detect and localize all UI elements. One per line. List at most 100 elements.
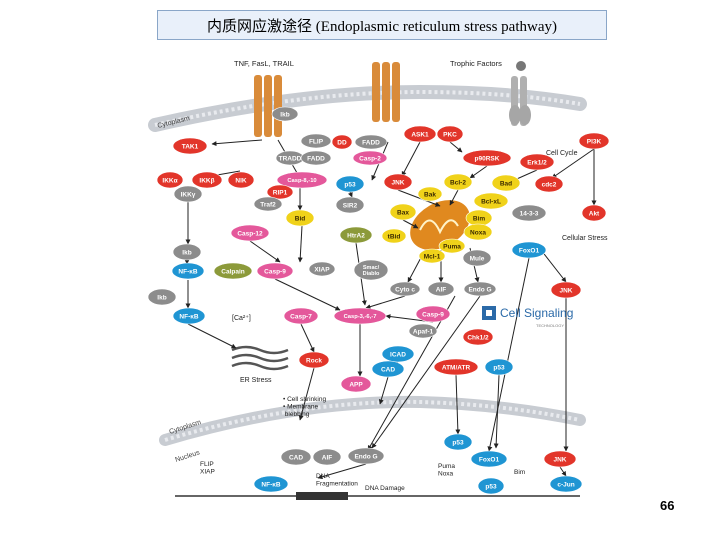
node-c-jun: c-Jun [549,475,583,493]
er-icon [231,345,289,371]
arrow [298,367,315,421]
node-14-3-3: 14-3-3 [511,204,547,222]
node-ikb: Ikb [172,243,202,261]
node-ask1: ASK1 [403,125,437,143]
node-shape [491,174,521,192]
node-label: Smac/ [363,265,380,271]
node-shape [266,184,294,200]
node-bax: Bax [389,203,417,221]
node-tak1: TAK1 [172,137,208,155]
node-shape [172,243,202,261]
node-xiap: XIAP [308,261,336,277]
node-shape [381,228,407,244]
node-label: Bid [295,215,306,222]
node-label: Calpain [221,268,245,275]
logo-subtext: TECHNOLOGY [536,323,564,328]
calcium-label: [Ca²⁺] [232,315,251,322]
arrow [348,191,353,198]
node-shape [300,150,332,166]
node-label: Bad [500,180,512,187]
node-shape [578,132,610,150]
er-stress-label: ER Stress [240,377,272,384]
node-bak: Bak [417,186,443,202]
node-aif: AIF [427,281,455,297]
node-nik: NIK [227,171,255,189]
node-label: ATM/ATR [442,364,471,371]
node-shape [415,305,451,323]
mitochondrion [410,200,470,250]
node-shape [381,345,415,363]
node-icad: ICAD [381,345,415,363]
node-p53: p53 [335,175,365,193]
node-label: Ikb [157,294,166,301]
node-chk1-2: Chk1/2 [462,328,494,346]
node-label: NF-κB [178,268,197,275]
node-label: Puma [443,243,461,250]
arrow [559,466,567,477]
node-mule: Mule [462,249,492,267]
node-label: XIAP [314,266,330,273]
free-label-4: • Cell shrinking• Membrane blebbing [283,396,326,418]
node-casp-7: Casp-7 [283,307,319,325]
arrow [297,225,303,263]
arrow [487,257,530,452]
node-p53: p53 [477,477,505,495]
node-label: NF-κB [179,313,198,320]
node-foxo1: FoxO1 [470,450,508,468]
node-shape [312,448,342,466]
node-label: Mule [470,255,485,262]
node-label: FADD [307,155,325,162]
node-bid: Bid [285,209,315,227]
node-shape [371,360,405,378]
node-label: Bax [397,209,409,216]
node-fadd: FADD [300,150,332,166]
free-label-9: Bim [514,469,525,476]
node-label: Endo G [354,453,377,460]
node-ikb: Ikb [147,288,177,306]
node-label: JNK [391,179,404,186]
node-label: IKKβ [199,177,214,184]
node-p53: p53 [443,433,473,451]
node-shape [283,307,319,325]
node-shape [340,375,372,393]
node-label: cdc2 [542,181,557,188]
node-nf-b: NF-κB [172,307,206,325]
trophic-receptor [509,61,531,126]
node-dd: DD [331,134,353,150]
node-label: TAK1 [182,143,199,150]
node-htra2: HtrA2 [339,226,373,244]
node-shape [230,224,270,242]
node-label: FoxO1 [519,247,540,254]
node-label: Erk1/2 [527,159,547,166]
node-nf-b: NF-κB [253,475,289,493]
arrow [371,295,481,449]
node-label: p90RSK [475,155,500,162]
node-casp-2: Casp-2 [352,150,388,166]
node-shape [438,238,466,254]
node-label: JNK [553,456,566,463]
node-shape [172,307,206,325]
node-shape [173,185,203,203]
arrow [397,189,441,207]
node-shape [443,433,473,451]
node-shape [335,196,365,214]
node-label: FLIP [309,138,324,145]
node-label: 14-3-3 [520,210,539,217]
node-label: p53 [452,439,464,446]
receptor-label-trophic: Trophic Factors [450,59,502,68]
node-fadd: FADD [354,134,388,150]
arrow [187,323,237,349]
node-cad: CAD [280,448,312,466]
node-foxo1: FoxO1 [511,241,547,259]
arrow [540,249,567,283]
node-jnk: JNK [550,281,582,299]
node-label: Bak [424,191,436,198]
node-sir2: SIR2 [335,196,365,214]
node-bad: Bad [491,174,521,192]
node-mcl-1: Mcl-1 [418,248,446,264]
node-label: CAD [289,454,303,461]
node-shape [213,262,253,280]
node-pi3k: PI3K [578,132,610,150]
node-shape [433,358,479,376]
